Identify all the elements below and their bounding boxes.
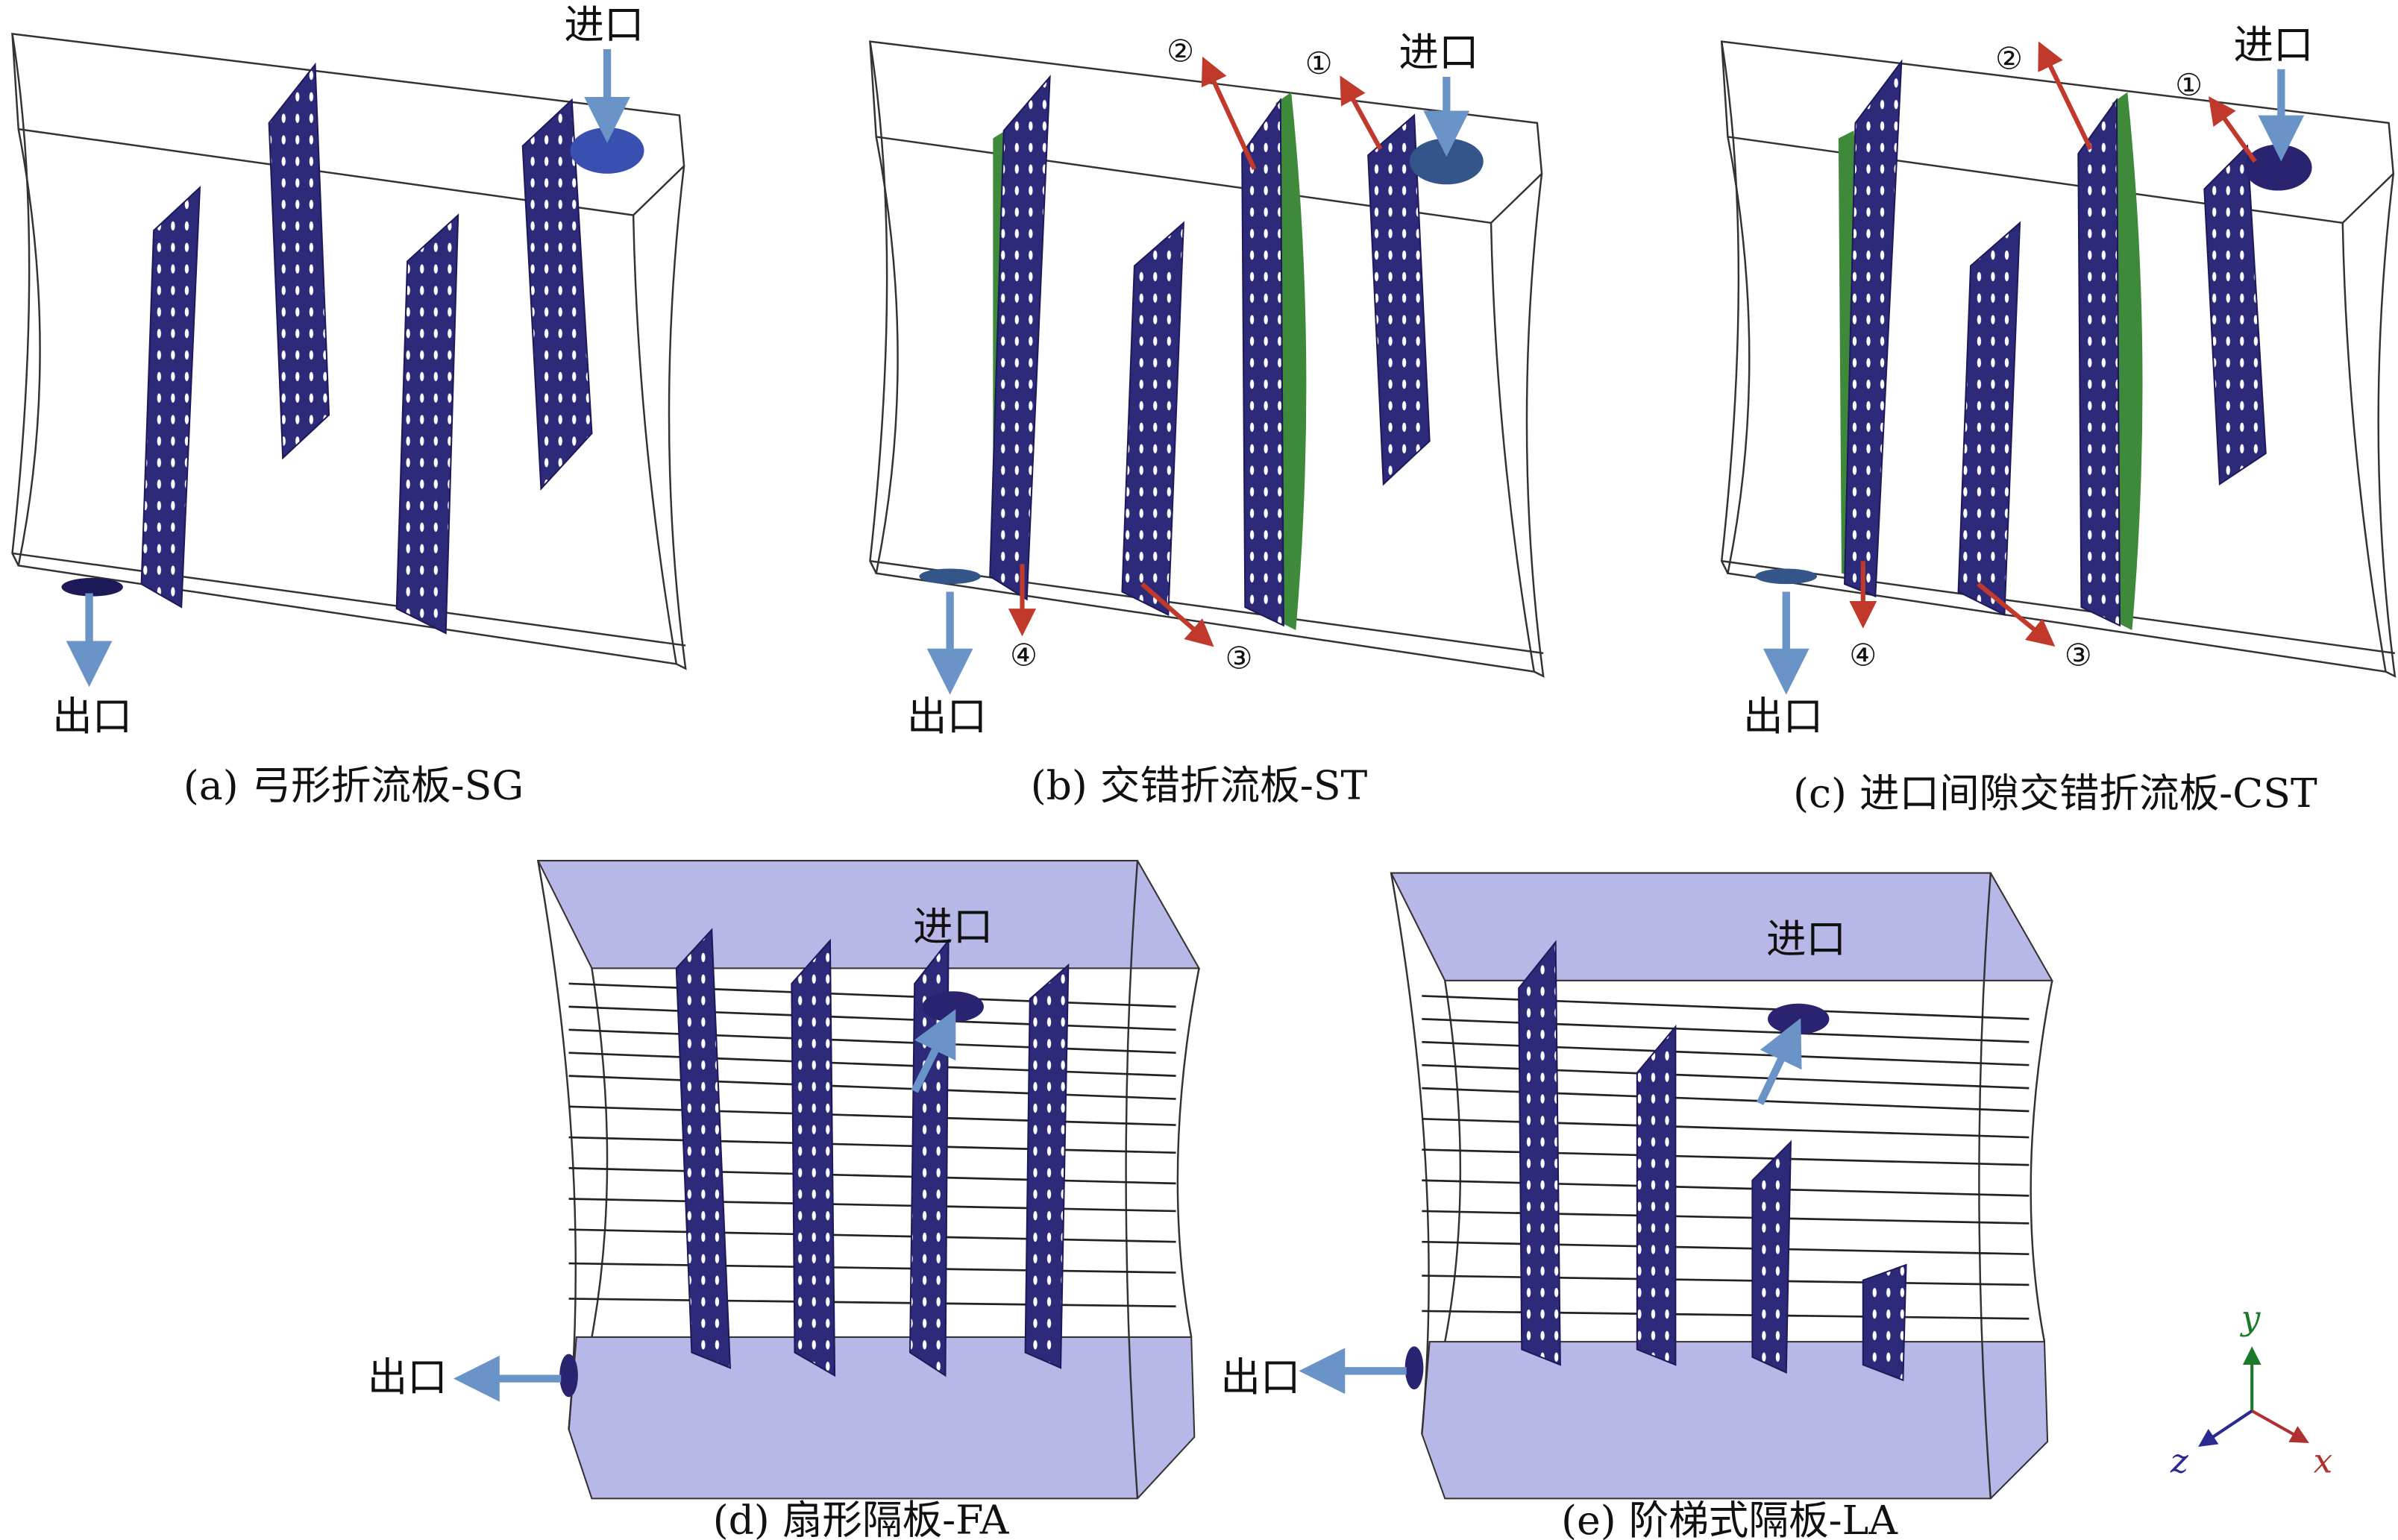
inlet-port <box>2244 144 2312 191</box>
caption-c: (c) 进口间隙交错折流板-CST <box>1793 770 2317 817</box>
axis-z-label: z <box>2170 1441 2189 1480</box>
baffle <box>2203 144 2267 486</box>
inlet-arrow-icon <box>911 1009 956 1093</box>
panel-a: 进口 出口 (a) 弓形折流板-SG <box>11 1 687 809</box>
baffle <box>521 98 593 491</box>
baffle <box>1862 1263 1907 1382</box>
panel-d: 进口 出口 (d) 扇形隔板-FA <box>368 860 1201 1540</box>
baffle <box>989 75 1051 601</box>
marker-arrow-icon <box>1140 582 1214 647</box>
inlet-label: 进口 <box>913 903 993 950</box>
inlet-label: 进口 <box>564 1 644 48</box>
top-band <box>1390 872 2054 981</box>
inlet-port <box>1409 138 1484 185</box>
axis-y-label: y <box>2240 1298 2262 1338</box>
outlet-label: 出口 <box>368 1354 448 1401</box>
caption-e: (e) 阶梯式隔板-LA <box>1561 1497 1898 1540</box>
outlet-label: 出口 <box>1220 1354 1300 1401</box>
outlet-label: 出口 <box>1743 693 1823 740</box>
inlet-label: 进口 <box>1399 29 1478 76</box>
baffle <box>1751 1140 1792 1374</box>
outlet-port <box>559 1354 578 1398</box>
tube-bundle <box>568 982 1176 1308</box>
outlet-label: 出口 <box>52 693 132 740</box>
outlet-port <box>1404 1346 1424 1390</box>
inlet-label: 进口 <box>2233 21 2313 68</box>
baffle <box>791 938 836 1377</box>
marker-arrow-icon <box>2038 41 2093 151</box>
marker-arrow-icon <box>1340 75 1383 151</box>
marker-2: ② <box>1995 41 2023 77</box>
axis-x-label: x <box>2314 1441 2333 1480</box>
baffle <box>395 213 459 635</box>
marker-3: ③ <box>2065 637 2092 673</box>
marker-arrow-icon <box>2209 96 2257 163</box>
baffle <box>1518 940 1561 1366</box>
inlet-arrow-icon <box>1757 1018 1802 1105</box>
panel-b: 进口 出口 ① ② ③ ④ (b) 交错折流板-ST <box>869 29 1545 809</box>
marker-1: ① <box>2175 67 2203 103</box>
tube-bundle <box>1420 995 2030 1320</box>
marker-arrow-icon <box>1977 582 2056 647</box>
inlet-label: 进口 <box>1766 916 1846 963</box>
caption-a: (a) 弓形折流板-SG <box>183 762 524 809</box>
caption-b: (b) 交错折流板-ST <box>1031 762 1368 809</box>
coordinate-axes: y x z <box>2170 1298 2332 1481</box>
top-band <box>536 860 1201 969</box>
outlet-label: 出口 <box>907 693 987 740</box>
marker-3: ③ <box>1225 640 1253 676</box>
bottom-band <box>568 1336 1196 1500</box>
inlet-port <box>1768 1003 1830 1034</box>
baffle <box>1957 221 2021 616</box>
caption-d: (d) 扇形隔板-FA <box>713 1497 1010 1540</box>
baffle <box>1367 113 1431 486</box>
marker-4: ④ <box>1849 637 1877 673</box>
marker-1: ① <box>1305 45 1333 81</box>
marker-4: ④ <box>1010 637 1038 673</box>
inlet-port <box>922 991 984 1022</box>
marker-2: ② <box>1167 33 1194 69</box>
baffle <box>1241 97 1284 627</box>
baffle <box>2077 97 2121 627</box>
baffle <box>1024 963 1070 1369</box>
outlet-port <box>61 577 123 597</box>
outlet-port <box>1755 568 1817 585</box>
panel-c: 进口 出口 ① ② ③ ④ (c) 进口间隙交错折流板-CST <box>1720 21 2397 817</box>
panel-e: 进口 出口 (e) 阶梯式隔板-LA <box>1220 872 2054 1540</box>
baffle <box>1121 221 1185 616</box>
baffle <box>675 928 732 1369</box>
marker-arrow-icon <box>1201 56 1257 170</box>
inlet-port <box>570 128 644 174</box>
baffle <box>268 62 330 460</box>
bottom-band <box>1421 1341 2049 1500</box>
outlet-port <box>919 568 981 585</box>
baffle <box>140 185 201 609</box>
baffle <box>1636 1024 1677 1366</box>
baffle <box>1844 59 1903 598</box>
